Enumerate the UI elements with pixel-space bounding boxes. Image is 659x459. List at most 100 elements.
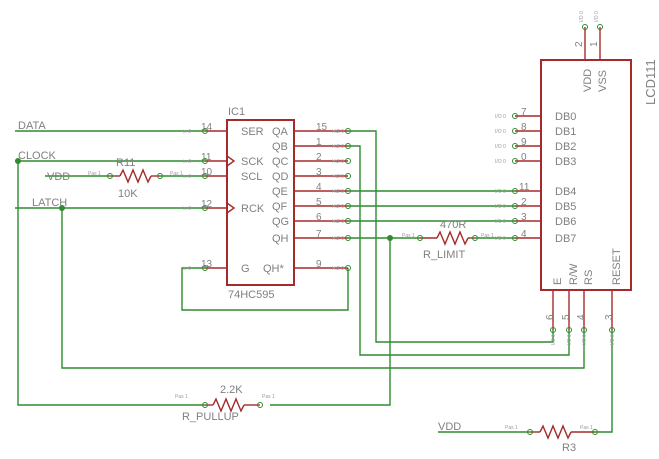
lcd-power-pins: 2 VDD I/O 0 1 VSS I/O 0 [574,11,609,92]
svg-text:Pas 1: Pas 1 [88,171,101,177]
ic1-pin-num: 7 [316,229,322,240]
svg-text:HiZ 0: HiZ 0 [332,174,344,180]
svg-text:I/O 0: I/O 0 [495,159,506,165]
ic1-pin-label: SER [241,126,264,138]
ic1-pin-num: 3 [316,167,322,178]
ic1-pin-label: QA [272,126,289,138]
lcd-pin-label: VSS [597,70,609,92]
svg-text:Pas 1: Pas 1 [262,394,275,400]
svg-text:I/O 0: I/O 0 [495,204,506,210]
ic1-pin-label: SCK [241,156,264,168]
svg-text:Pas 1: Pas 1 [580,425,593,431]
lcd-name: LCD111 [643,59,658,105]
svg-text:Pas 1: Pas 1 [481,233,494,239]
svg-text:I/O 0: I/O 0 [610,334,616,345]
ic1-pin-num: 2 [316,152,322,163]
resistor-r11: Pas 1 Pas 1 R11 10K [88,157,183,200]
lcd-pin-num: 3 [521,212,527,223]
ic1-right-pins: HiZ 0 15 QA HiZ 0 1 QB HiZ 0 2 QC HiZ 0 … [263,122,351,275]
ic1-pin-num: 1 [316,137,322,148]
r11-name: R11 [116,157,135,169]
lcd-pin-num: 7 [521,107,527,118]
svg-text:in 0: in 0 [183,159,191,165]
ic1-pin-label: G [241,263,250,275]
lcd-pin-num: 0 [521,152,527,163]
net-label-data: DATA [18,120,46,132]
ic1-left-pins: in 0 14 SER in 0 11 SCK in 0 10 SCL in 0… [183,122,265,275]
svg-text:HiZ 0: HiZ 0 [332,266,344,272]
svg-text:I/O 0: I/O 0 [495,236,506,242]
svg-text:I/O 0: I/O 0 [594,11,600,22]
lcd-pin-num: 2 [574,41,585,47]
svg-text:I/O 0: I/O 0 [495,129,506,135]
r11-value: 10K [118,188,138,200]
lcd-pin-num: 9 [521,137,527,148]
ic1-pin-label: QC [272,156,289,168]
lcd-pin-num: 5 [561,314,572,320]
svg-text:in 0: in 0 [183,174,191,180]
r-limit-name: R_LIMIT [423,249,465,261]
svg-text:I/O 0: I/O 0 [495,219,506,225]
lcd-bottom-pins: 6 E I/O 0 5 R/W I/O 0 4 RS I/O 0 3 RESET… [545,248,623,345]
lcd-pin-num: 4 [521,229,527,240]
ic1-pin-num: 12 [201,199,213,210]
lcd111: LCD111 2 VDD I/O 0 1 VSS I/O 0 I/O 0 7 D… [495,11,658,345]
ic1-pin-num: 15 [316,122,328,133]
svg-text:I/O 0: I/O 0 [495,144,506,150]
lcd-pin-label: RESET [611,248,623,285]
net-label-vdd-left: VDD [47,171,70,183]
ic1-pin-label: QD [272,171,289,183]
lcd-pin-label: VDD [582,69,594,92]
svg-text:HiZ 0: HiZ 0 [332,159,344,165]
ic1-pin-label: QF [272,201,288,213]
svg-text:HiZ 0: HiZ 0 [332,129,344,135]
ic1-pin-num: 11 [201,152,212,163]
ic1-pin-label: QE [272,186,288,198]
net-label-latch: LATCH [32,197,67,209]
ic1-pin-num: 13 [201,259,213,270]
lcd-pin-num: 11 [519,182,530,193]
svg-text:Pas 1: Pas 1 [175,394,188,400]
lcd-data-pins: I/O 0 7 DB0 I/O 0 8 DB1 I/O 0 9 DB2 I/O … [495,107,576,245]
lcd-pin-label: DB6 [555,216,576,228]
lcd-pin-num: 4 [576,314,587,320]
ic1-pin-label: QB [272,141,288,153]
svg-text:I/O 0: I/O 0 [551,334,557,345]
lcd-pin-num: 8 [521,122,527,133]
ic1-name: IC1 [228,106,245,118]
resistor-r-pullup: Pas 1 Pas 1 2.2K R_PULLUP [175,384,275,423]
lcd-pin-label: DB7 [555,233,576,245]
resistor-r-limit: Pas 1 Pas 1 470R R_LIMIT [402,219,494,261]
svg-text:I/O 0: I/O 0 [567,334,573,345]
lcd-body [540,59,632,291]
svg-text:in 0: in 0 [183,129,191,135]
ic1-pin-num: 6 [316,212,322,223]
ic1-pin-num: 5 [316,197,322,208]
r-pullup-value: 2.2K [220,384,243,396]
net-labels: DATA CLOCK VDD LATCH VDD [18,120,461,433]
net-label-clock: CLOCK [18,150,57,162]
ic1-pin-num: 4 [316,182,322,193]
lcd-pin-num: 2 [521,197,527,208]
svg-text:HiZ 0: HiZ 0 [332,204,344,210]
ic1-74hc595: IC1 74HC595 in 0 14 SER in 0 11 SCK in 0… [183,106,351,301]
resistor-r3: Pas 1 Pas 1 R3 [505,424,598,454]
svg-text:HiZ 0: HiZ 0 [332,189,344,195]
ic1-value: 74HC595 [228,289,274,301]
lcd-pin-label: DB0 [555,111,576,123]
svg-text:HiZ 0: HiZ 0 [332,236,344,242]
ic1-pin-label: SCL [241,171,262,183]
r3-name: R3 [562,442,576,454]
svg-text:in 0: in 0 [183,206,191,212]
net-label-vdd-bottom: VDD [438,421,461,433]
svg-text:HiZ 0: HiZ 0 [332,144,344,150]
ic1-pin-label: QH [272,233,289,245]
ic1-pin-label: QH* [263,263,285,275]
lcd-pin-label: R/W [568,263,580,285]
lcd-pin-label: DB2 [555,141,576,153]
svg-text:Pas 1: Pas 1 [505,425,518,431]
junctions [15,158,393,241]
ic1-pin-num: 9 [316,259,322,270]
ic1-pin-num: 10 [201,167,213,178]
